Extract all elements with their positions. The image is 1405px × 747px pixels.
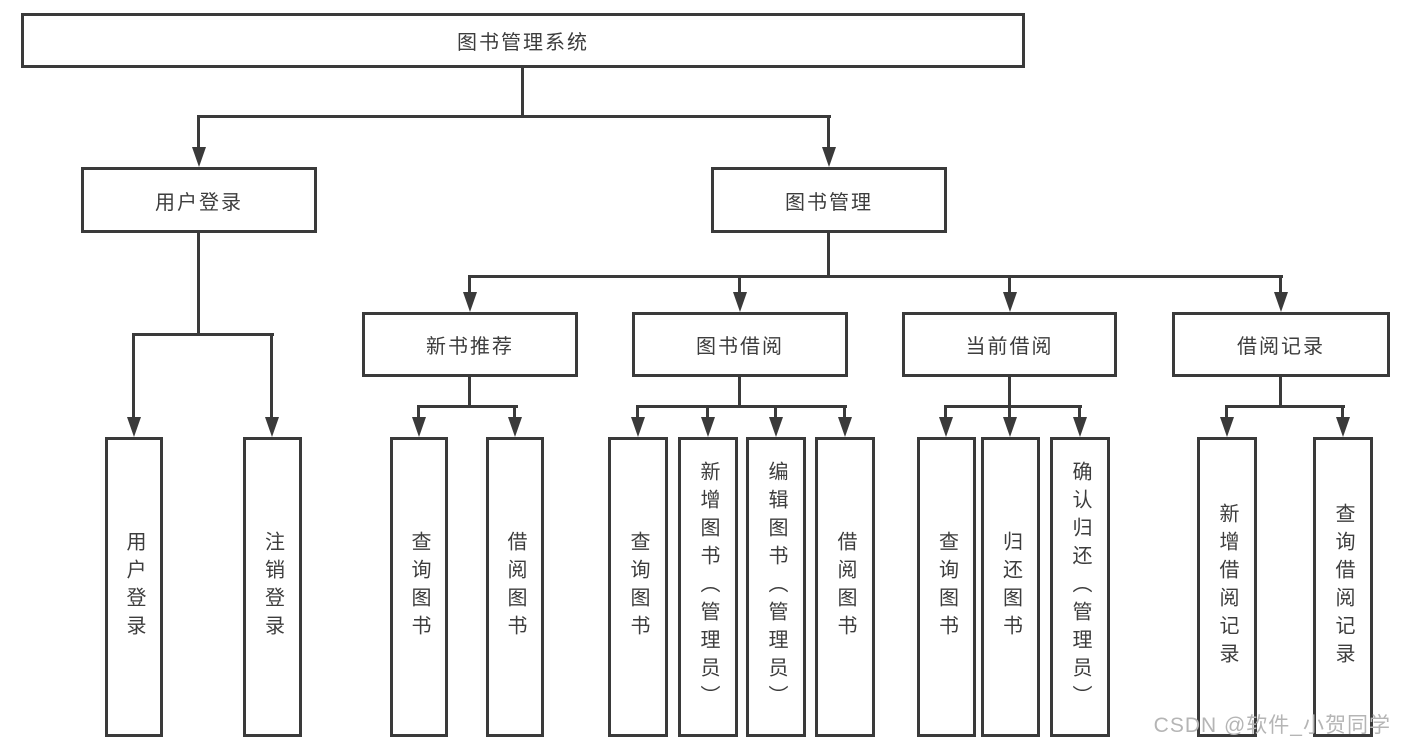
connector-line [270, 333, 273, 419]
arrow-down-icon [508, 417, 522, 437]
node-borrowing-records: 借阅记录 [1172, 312, 1390, 377]
leaf-label: 借阅图书 [834, 531, 856, 643]
connector-line [513, 405, 516, 419]
node-user-login: 用户登录 [81, 167, 317, 233]
leaf-query-books-borrowing: 查询图书 [608, 437, 668, 737]
leaf-query-borrow-record: 查询借阅记录 [1313, 437, 1373, 737]
node-label: 当前借阅 [965, 336, 1054, 358]
arrow-down-icon [192, 147, 206, 167]
connector-line [197, 115, 831, 118]
arrow-down-icon [1003, 417, 1017, 437]
node-label: 图书管理 [785, 191, 873, 214]
connector-line [636, 405, 639, 419]
leaf-query-books-recommendation: 查询图书 [390, 437, 448, 737]
leaf-return-books: 归还图书 [981, 437, 1040, 737]
connector-line [706, 405, 709, 419]
arrow-down-icon [127, 417, 141, 437]
connector-line [1078, 405, 1081, 419]
connector-line [1225, 405, 1228, 419]
connector-line [774, 405, 777, 419]
leaf-label: 注销登录 [261, 531, 284, 643]
arrow-down-icon [769, 417, 783, 437]
connector-line [1341, 405, 1344, 419]
node-label: 用户登录 [155, 191, 243, 214]
connector-line [417, 405, 518, 408]
leaf-label: 归还图书 [999, 531, 1022, 643]
leaf-edit-book-admin: 编辑图书（管理员） [746, 437, 806, 737]
connector-line [521, 68, 524, 117]
leaf-borrow-books-borrowing: 借阅图书 [815, 437, 875, 737]
connector-line [738, 377, 741, 407]
connector-line [468, 377, 471, 407]
node-label: 借阅记录 [1237, 336, 1325, 358]
connector-line [468, 275, 1283, 278]
leaf-label: 用户登录 [123, 531, 145, 643]
connector-line [827, 115, 830, 149]
connector-line [843, 405, 846, 419]
leaf-confirm-return-admin: 确认归还（管理员） [1050, 437, 1110, 737]
node-label: 图书借阅 [696, 336, 784, 358]
arrow-down-icon [631, 417, 645, 437]
arrow-down-icon [939, 417, 953, 437]
connector-line [197, 115, 200, 149]
node-book-management: 图书管理 [711, 167, 947, 233]
connector-line [1279, 377, 1282, 407]
arrow-down-icon [1003, 292, 1017, 312]
connector-line [738, 275, 741, 294]
leaf-add-borrow-record: 新增借阅记录 [1197, 437, 1257, 737]
connector-line [468, 275, 471, 294]
arrow-down-icon [701, 417, 715, 437]
connector-line [1225, 405, 1345, 408]
leaf-label: 查询借阅记录 [1332, 503, 1354, 671]
arrow-down-icon [1336, 417, 1350, 437]
leaf-label: 编辑图书（管理员） [765, 461, 787, 713]
node-library-management-system: 图书管理系统 [21, 13, 1025, 68]
connector-line [636, 405, 847, 408]
connector-line [197, 233, 200, 335]
arrow-down-icon [1073, 417, 1087, 437]
arrow-down-icon [1274, 292, 1288, 312]
connector-line [827, 233, 830, 277]
connector-line [944, 405, 1082, 408]
arrow-down-icon [265, 417, 279, 437]
connector-line [1008, 275, 1011, 294]
leaf-borrow-books-recommendation: 借阅图书 [486, 437, 544, 737]
leaf-add-book-admin: 新增图书（管理员） [678, 437, 738, 737]
leaf-label: 借阅图书 [504, 531, 526, 643]
arrow-down-icon [412, 417, 426, 437]
node-label: 图书管理系统 [457, 32, 589, 54]
node-new-book-recommendation: 新书推荐 [362, 312, 578, 377]
arrow-down-icon [822, 147, 836, 167]
connector-line [132, 333, 274, 336]
node-book-borrowing: 图书借阅 [632, 312, 848, 377]
connector-line [1008, 405, 1011, 419]
node-label: 新书推荐 [426, 336, 514, 358]
leaf-query-books-current: 查询图书 [917, 437, 976, 737]
watermark: CSDN @软件_小贺同学 [1153, 714, 1391, 737]
arrow-down-icon [463, 292, 477, 312]
leaf-label: 新增图书（管理员） [697, 461, 719, 713]
connector-line [132, 333, 135, 419]
connector-line [1008, 377, 1011, 407]
leaf-label: 确认归还（管理员） [1069, 461, 1091, 713]
arrow-down-icon [838, 417, 852, 437]
arrow-down-icon [733, 292, 747, 312]
leaf-label: 新增借阅记录 [1216, 503, 1238, 671]
leaf-user-login: 用户登录 [105, 437, 163, 737]
connector-line [417, 405, 420, 419]
node-current-borrowing: 当前借阅 [902, 312, 1117, 377]
leaf-label: 查询图书 [408, 531, 430, 643]
leaf-label: 查询图书 [627, 531, 649, 643]
arrow-down-icon [1220, 417, 1234, 437]
leaf-logout: 注销登录 [243, 437, 302, 737]
connector-line [944, 405, 947, 419]
connector-line [1279, 275, 1282, 294]
leaf-label: 查询图书 [935, 531, 958, 643]
